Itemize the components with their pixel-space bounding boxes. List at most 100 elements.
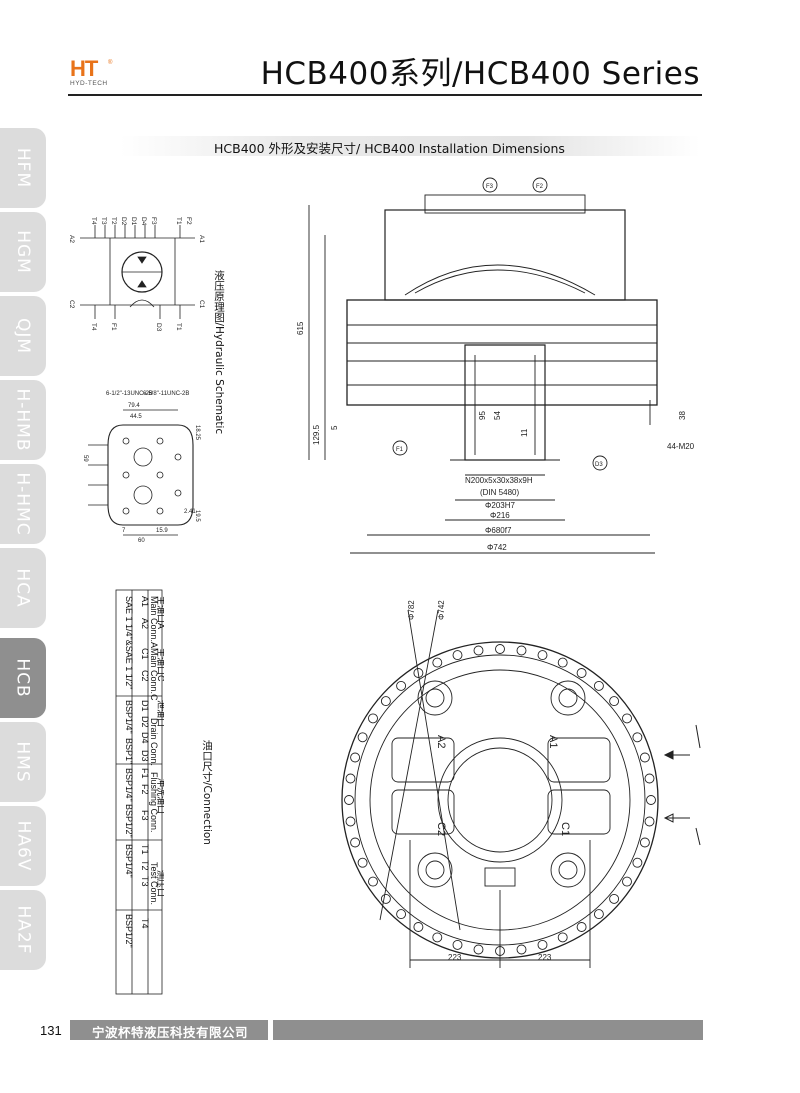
tab-ha6v[interactable]: HA6V — [0, 806, 46, 886]
port-c1: C1 — [198, 300, 205, 309]
tab-qjm[interactable]: QJM — [0, 296, 46, 376]
dim-60: 60 — [138, 538, 145, 544]
bubble-f2: F2 — [536, 184, 544, 190]
mounting-bolt-hole — [473, 944, 484, 955]
mounting-bolt-hole — [396, 680, 407, 691]
dim-18: 18.25 — [194, 425, 200, 441]
page-number: 131 — [40, 1023, 62, 1038]
port-d1: D1 — [130, 217, 137, 226]
mounting-bolt-hole — [413, 668, 424, 678]
dim-203: Φ203H7 — [485, 501, 516, 510]
mounting-bolt-hole — [644, 816, 655, 827]
bubble-f1: F1 — [396, 447, 404, 453]
din-spec: (DIN 5480) — [480, 488, 519, 497]
test-spec: BSP1/4" — [124, 844, 134, 878]
bubble-f3: F3 — [486, 184, 494, 190]
dim-15: 15.9 — [156, 528, 168, 534]
tab-h-hmb[interactable]: H-HMB — [0, 380, 46, 460]
dim-44: 44.5 — [130, 414, 142, 420]
mounting-bolt-hole — [368, 876, 378, 887]
mounting-bolt-hole — [432, 932, 443, 943]
port-t4-cell: T4 — [140, 918, 150, 929]
flush-cn: 冲洗油口 — [156, 778, 164, 814]
dim-615: 615 — [296, 321, 305, 335]
logo-subtitle: HYD-TECH — [70, 80, 108, 87]
hydraulic-schematic: T4 T3 T2 D2 D1 D4 F3 T1 F2 A2 C2 A1 C1 T… — [68, 217, 205, 332]
bubble-d3: D3 — [595, 462, 603, 468]
port-flange-detail: 79.4 44.5 18.25 19.5 15.9 60 59 2.41 7 6… — [82, 391, 200, 544]
dim-19: 19.5 — [194, 510, 200, 522]
port-c2: C2 — [68, 300, 75, 309]
test-en: Test Conn. — [149, 862, 159, 905]
mounting-bolt-hole — [452, 939, 463, 950]
brand-logo: HT HYD-TECH ® — [70, 58, 122, 98]
port-d3-cell: D3 — [140, 750, 150, 762]
port-t1-cell: T1 — [140, 844, 150, 855]
tab-hgm[interactable]: HGM — [0, 212, 46, 292]
tab-hfm[interactable]: HFM — [0, 128, 46, 208]
dim-7: 7 — [122, 528, 126, 534]
dim-5: 5 — [330, 425, 339, 430]
mounting-bolt-hole — [639, 837, 650, 848]
port-t1: T1 — [175, 217, 182, 225]
mounting-bolt-hole — [593, 909, 604, 920]
dim-216: Φ216 — [490, 511, 510, 520]
mark-a2: A2 — [435, 735, 447, 748]
dim-59: 59 — [82, 455, 88, 462]
port-d1-cell: D1 — [140, 700, 150, 712]
port-t2: T2 — [110, 217, 117, 225]
dim-95: 95 — [478, 411, 487, 420]
mounting-bolt-hole — [576, 922, 587, 932]
section-bar — [120, 136, 700, 156]
mounting-bolt-hole — [368, 713, 378, 724]
mounting-bolt-hole — [537, 650, 548, 661]
connection-label: 油口尺寸/Connection — [201, 740, 213, 845]
mounting-bolt-hole — [632, 732, 643, 743]
mounting-bolt-hole — [432, 657, 443, 668]
dim-782: Φ782 — [407, 600, 416, 620]
drain-spec2: BSP1" — [124, 738, 134, 764]
logo-text: HT — [70, 56, 98, 81]
port-d4: D4 — [140, 217, 147, 226]
title-divider — [68, 94, 702, 96]
mounting-bolt-hole — [350, 752, 361, 763]
test-cn: 测压口 — [156, 870, 164, 897]
port-c2-cell: C2 — [140, 670, 150, 682]
company-name: 宁波杯特液压科技有限公司 — [92, 1025, 249, 1040]
mounting-bolt-hole — [644, 773, 655, 784]
mounting-bolt-hole — [632, 857, 643, 868]
direction-arrows — [663, 724, 701, 846]
mounting-bolt-hole — [609, 696, 620, 707]
tab-hcb[interactable]: HCB — [0, 638, 46, 718]
group-a-en: Main Conn.A — [149, 596, 159, 648]
motor-front-view: Φ782 Φ742 223 223 A1 A2 C1 C2 — [341, 600, 659, 968]
port-t4: T4 — [90, 217, 97, 225]
connection-table: 主油口A Main Conn.A 主油口C Main Conn.C A1 A2 … — [115, 589, 164, 995]
flush-spec: BSP1/4" — [124, 768, 134, 802]
dim-11: 11 — [520, 428, 529, 437]
dim-742-front: Φ742 — [437, 600, 446, 620]
mark-c1: C1 — [559, 822, 571, 836]
footer-bar-right — [273, 1020, 703, 1040]
port-c1-cell: C1 — [140, 648, 150, 660]
mounting-bolt-hole — [576, 668, 587, 678]
mounting-bolt-hole — [557, 657, 568, 668]
dim-54: 54 — [493, 411, 502, 420]
port-d3: D3 — [155, 323, 162, 332]
drain-en: Drain Conn. — [149, 718, 159, 766]
dim-680: Φ680f7 — [485, 526, 512, 535]
dim-223-right: 223 — [538, 953, 552, 962]
schematic-label: 液压原理图/Hydraulic Schematic — [213, 270, 225, 435]
tab-hca[interactable]: HCA — [0, 548, 46, 628]
tab-ha2f[interactable]: HA2F — [0, 890, 46, 970]
mounting-bolt-hole — [345, 773, 356, 784]
tab-hms[interactable]: HMS — [0, 722, 46, 802]
group-c-en: Main Conn.C — [149, 648, 159, 701]
registered-icon: ® — [108, 60, 113, 66]
port-f3-cell: F3 — [140, 810, 150, 821]
tab-h-hmc[interactable]: H-HMC — [0, 464, 46, 544]
mounting-bolt-hole — [557, 932, 568, 943]
mark-c2: C2 — [435, 822, 447, 836]
spline-spec: N200x5x30x38x9H — [465, 476, 533, 485]
port-f3: F3 — [150, 217, 157, 225]
